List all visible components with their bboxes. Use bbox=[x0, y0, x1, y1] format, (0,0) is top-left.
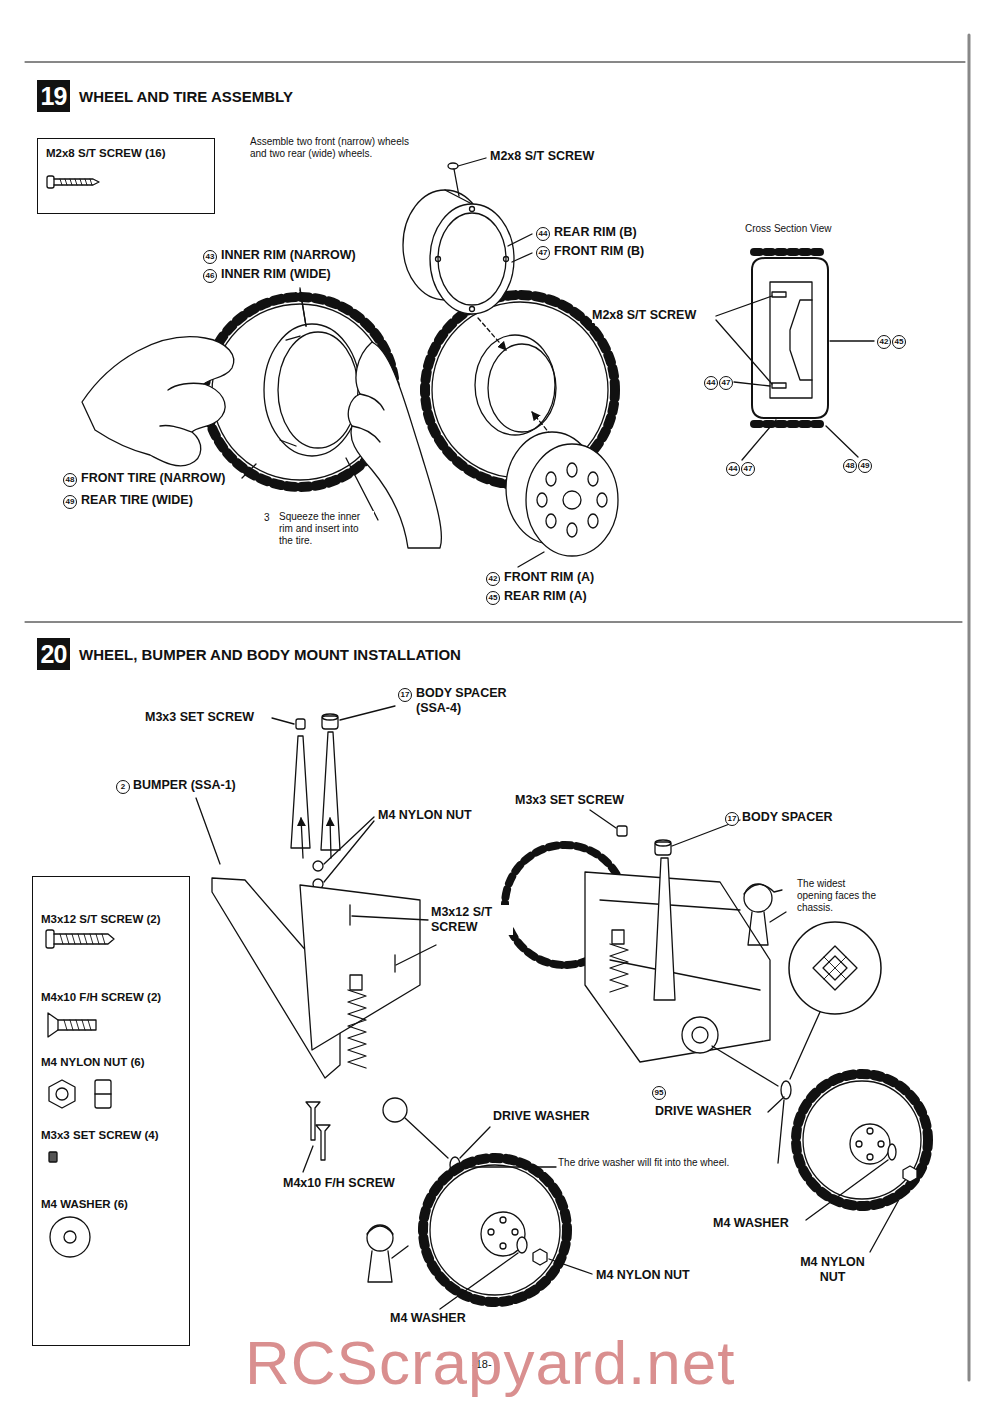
part-label: M2x8 S/T SCREW bbox=[490, 149, 594, 164]
callout-number: 47 bbox=[536, 246, 550, 260]
part-label: M2x8 S/T SCREW bbox=[592, 308, 696, 323]
callout-number: 47 bbox=[741, 462, 755, 476]
callout-number: 45 bbox=[486, 591, 500, 605]
parts-box: M2x8 S/T SCREW (16) bbox=[37, 138, 215, 214]
part-name: M4x10 F/H SCREW (2) bbox=[41, 991, 161, 1003]
part-label: DRIVE WASHER bbox=[493, 1109, 590, 1124]
callout-number: 44 bbox=[726, 462, 740, 476]
part-label: BUMPER (SSA-1) bbox=[133, 778, 236, 793]
callout-number: 49 bbox=[858, 459, 872, 473]
callout-number: 2 bbox=[116, 780, 130, 794]
callout-number: 95 bbox=[652, 1086, 666, 1100]
callout-number: 17 bbox=[398, 688, 412, 702]
note: The widest opening faces the chassis. bbox=[797, 878, 883, 914]
callout-number: 42 bbox=[877, 335, 891, 349]
callout-number: 44 bbox=[536, 227, 550, 241]
step-number: 19 bbox=[37, 80, 70, 112]
note: Squeeze the inner rim and insert into th… bbox=[279, 511, 374, 547]
callout-number: 42 bbox=[486, 572, 500, 586]
step-heading: 20 WHEEL, BUMPER AND BODY MOUNT INSTALLAT… bbox=[37, 638, 461, 670]
section-title: WHEEL, BUMPER AND BODY MOUNT INSTALLATIO… bbox=[79, 646, 461, 663]
callout-number: 46 bbox=[203, 269, 217, 283]
part-name: M4 NYLON NUT (6) bbox=[41, 1056, 145, 1068]
watermark: RCScrapyard.net bbox=[245, 1326, 736, 1400]
callout-number: 49 bbox=[63, 495, 77, 509]
part-name: M4 WASHER (6) bbox=[41, 1198, 128, 1210]
part-label: M3x3 SET SCREW bbox=[145, 710, 254, 725]
part-label: REAR RIM (A) bbox=[504, 589, 587, 604]
callout-number: 45 bbox=[892, 335, 906, 349]
part-label: M4 WASHER bbox=[390, 1311, 466, 1326]
part-label: M4 NYLON NUT bbox=[596, 1268, 690, 1283]
callout-number: 43 bbox=[203, 250, 217, 264]
callout-number: 48 bbox=[843, 459, 857, 473]
part-label: M3x12 S/T SCREW bbox=[431, 905, 513, 935]
part-label: M4 NYLON NUT bbox=[378, 808, 472, 823]
part-label: FRONT TIRE (NARROW) bbox=[81, 471, 225, 486]
parts-box: M3x12 S/T SCREW (2) M4x10 F/H SCREW (2) M4… bbox=[32, 876, 190, 1346]
callout-number: 48 bbox=[63, 473, 77, 487]
note: Cross Section View bbox=[745, 223, 832, 235]
section-title: WHEEL AND TIRE ASSEMBLY bbox=[79, 88, 293, 105]
part-label: INNER RIM (WIDE) bbox=[221, 267, 331, 282]
part-label: FRONT RIM (B) bbox=[554, 244, 644, 259]
note: Assemble two front (narrow) wheels and t… bbox=[250, 136, 425, 160]
callout-number: 44 bbox=[704, 376, 718, 390]
step-heading: 19 WHEEL AND TIRE ASSEMBLY bbox=[37, 80, 293, 112]
note: The drive washer will fit into the wheel… bbox=[558, 1157, 729, 1169]
part-label: REAR RIM (B) bbox=[554, 225, 637, 240]
part-label: INNER RIM (NARROW) bbox=[221, 248, 356, 263]
part-name: M3x3 SET SCREW (4) bbox=[41, 1129, 159, 1141]
part-name: M2x8 S/T SCREW (16) bbox=[46, 147, 166, 159]
part-label: DRIVE WASHER bbox=[655, 1104, 752, 1119]
part-label: BODY SPACER (SSA-4) bbox=[416, 686, 528, 716]
part-label: REAR TIRE (WIDE) bbox=[81, 493, 193, 508]
part-name: M3x12 S/T SCREW (2) bbox=[41, 913, 161, 925]
part-label: BODY SPACER bbox=[742, 810, 833, 825]
part-label: M4 NYLON NUT bbox=[790, 1255, 875, 1285]
step-number: 20 bbox=[37, 638, 70, 670]
note: 3 bbox=[264, 512, 270, 524]
part-label: FRONT RIM (A) bbox=[504, 570, 594, 585]
callout-number: 17 bbox=[725, 812, 739, 826]
part-label: M4x10 F/H SCREW bbox=[283, 1176, 395, 1191]
part-label: M4 WASHER bbox=[713, 1216, 789, 1231]
callout-number: 47 bbox=[719, 376, 733, 390]
part-label: M3x3 SET SCREW bbox=[515, 793, 624, 808]
